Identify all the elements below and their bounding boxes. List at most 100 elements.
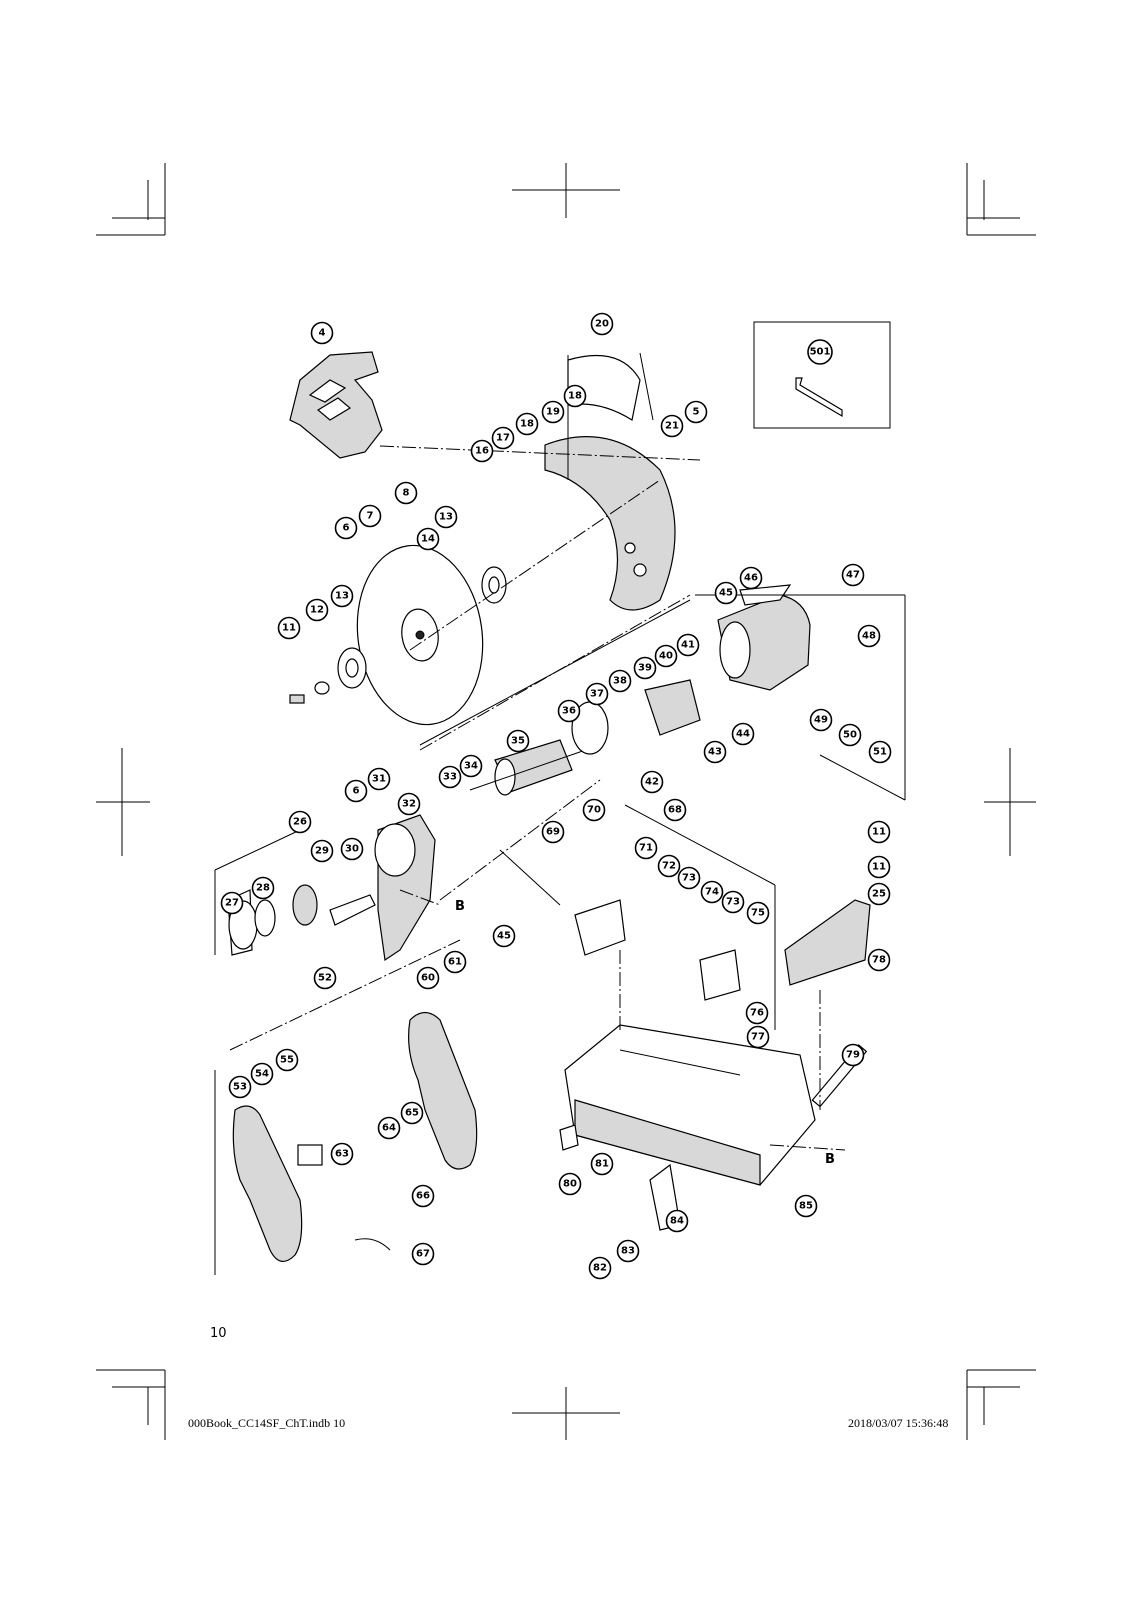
part-number: 46: [744, 573, 758, 584]
part-number: 39: [638, 663, 652, 674]
part-number: 13: [335, 591, 349, 602]
part-callout-27: 27: [220, 891, 244, 915]
part-callout-60: 60: [416, 966, 440, 990]
part-number: 84: [670, 1216, 684, 1227]
part-number: 8: [403, 488, 410, 499]
part-callout-78: 78: [867, 948, 891, 972]
part-number: 38: [613, 676, 627, 687]
part-number: 36: [562, 706, 576, 717]
part-number: 40: [659, 651, 673, 662]
part-callout-73: 73: [677, 866, 701, 890]
part-callout-54: 54: [250, 1062, 274, 1086]
part-callout-16: 16: [470, 439, 494, 463]
part-callout-64: 64: [377, 1116, 401, 1140]
part-number: 61: [448, 957, 462, 968]
part-callout-25: 25: [867, 882, 891, 906]
part-callout-13: 13: [330, 584, 354, 608]
part-number: 68: [668, 805, 682, 816]
part-number: 83: [621, 1246, 635, 1257]
hex-key-box: [753, 321, 891, 429]
part-number: 13: [439, 512, 453, 523]
part-number: 81: [595, 1159, 609, 1170]
part-callout-42: 42: [640, 770, 664, 794]
part-callout-37: 37: [585, 682, 609, 706]
part-callout-74: 74: [700, 880, 724, 904]
part-number: 17: [496, 433, 510, 444]
part-number: 4: [319, 328, 326, 339]
part-callout-50: 50: [838, 723, 862, 747]
footer-file: 000Book_CC14SF_ChT.indb 10: [188, 1416, 345, 1430]
part-callout-21: 21: [660, 414, 684, 438]
part-callout-12: 12: [305, 598, 329, 622]
part-number: 64: [382, 1123, 396, 1134]
part-callout-32: 32: [397, 792, 421, 816]
part-callout-49: 49: [809, 708, 833, 732]
part-callout-6: 6: [344, 779, 368, 803]
part-number: 21: [665, 421, 679, 432]
part-number: 54: [255, 1069, 269, 1080]
part-callout-39: 39: [633, 656, 657, 680]
part-number: 53: [233, 1082, 247, 1093]
part-callout-85: 85: [794, 1194, 818, 1218]
part-callout-77: 77: [746, 1025, 770, 1049]
part-number: 12: [310, 605, 324, 616]
part-number: 70: [587, 805, 601, 816]
part-callout-45: 45: [714, 581, 738, 605]
part-callout-17: 17: [491, 426, 515, 450]
part-callout-45: 45: [492, 924, 516, 948]
part-callout-34: 34: [459, 754, 483, 778]
part-callout-11: 11: [867, 855, 891, 879]
page-number: 10: [210, 1326, 227, 1341]
part-callout-65: 65: [400, 1101, 424, 1125]
part-number: 18: [568, 391, 582, 402]
part-callout-48: 48: [857, 624, 881, 648]
part-number: 66: [416, 1191, 430, 1202]
vise-assembly: [499, 849, 871, 1231]
part-number: 45: [497, 931, 511, 942]
part-callout-61: 61: [443, 950, 467, 974]
part-number: 32: [402, 799, 416, 810]
part-number: 65: [405, 1108, 419, 1119]
part-number: 34: [464, 761, 478, 772]
part-number: 85: [799, 1201, 813, 1212]
part-number: 55: [280, 1055, 294, 1066]
part-callout-5: 5: [684, 400, 708, 424]
part-callout-4: 4: [310, 321, 334, 345]
part-callout-28: 28: [251, 876, 275, 900]
crop-marks: [96, 163, 1036, 1440]
part-callout-43: 43: [703, 740, 727, 764]
part-number: 41: [681, 640, 695, 651]
part-number: 52: [318, 973, 332, 984]
part-number: 48: [862, 631, 876, 642]
part-callout-14: 14: [416, 527, 440, 551]
part-callout-68: 68: [663, 798, 687, 822]
part-number: 18: [520, 419, 534, 430]
section-marker-b-right: B: [825, 1152, 835, 1167]
part-number: 6: [343, 523, 350, 534]
part-callout-44: 44: [731, 722, 755, 746]
part-callout-8: 8: [394, 481, 418, 505]
part-number: 45: [719, 588, 733, 599]
part-number: 60: [421, 973, 435, 984]
part-callout-20: 20: [590, 312, 614, 336]
part-number: 11: [282, 623, 296, 634]
part-callout-11: 11: [867, 820, 891, 844]
armature: [469, 739, 601, 796]
part-number: 78: [872, 955, 886, 966]
part-number: 20: [595, 319, 609, 330]
part-number: 19: [546, 407, 560, 418]
part-callout-30: 30: [340, 837, 364, 861]
part-number: 37: [590, 689, 604, 700]
part-callout-7: 7: [358, 504, 382, 528]
part-callout-70: 70: [582, 798, 606, 822]
part-number: 73: [682, 873, 696, 884]
part-number: 35: [511, 736, 525, 747]
part-number: 49: [814, 715, 828, 726]
part-number: 31: [372, 774, 386, 785]
part-callout-26: 26: [288, 810, 312, 834]
part-number: 16: [475, 446, 489, 457]
part-callout-73: 73: [721, 890, 745, 914]
part-callout-82: 82: [588, 1256, 612, 1280]
part-number: 29: [315, 846, 329, 857]
part-callout-66: 66: [411, 1184, 435, 1208]
